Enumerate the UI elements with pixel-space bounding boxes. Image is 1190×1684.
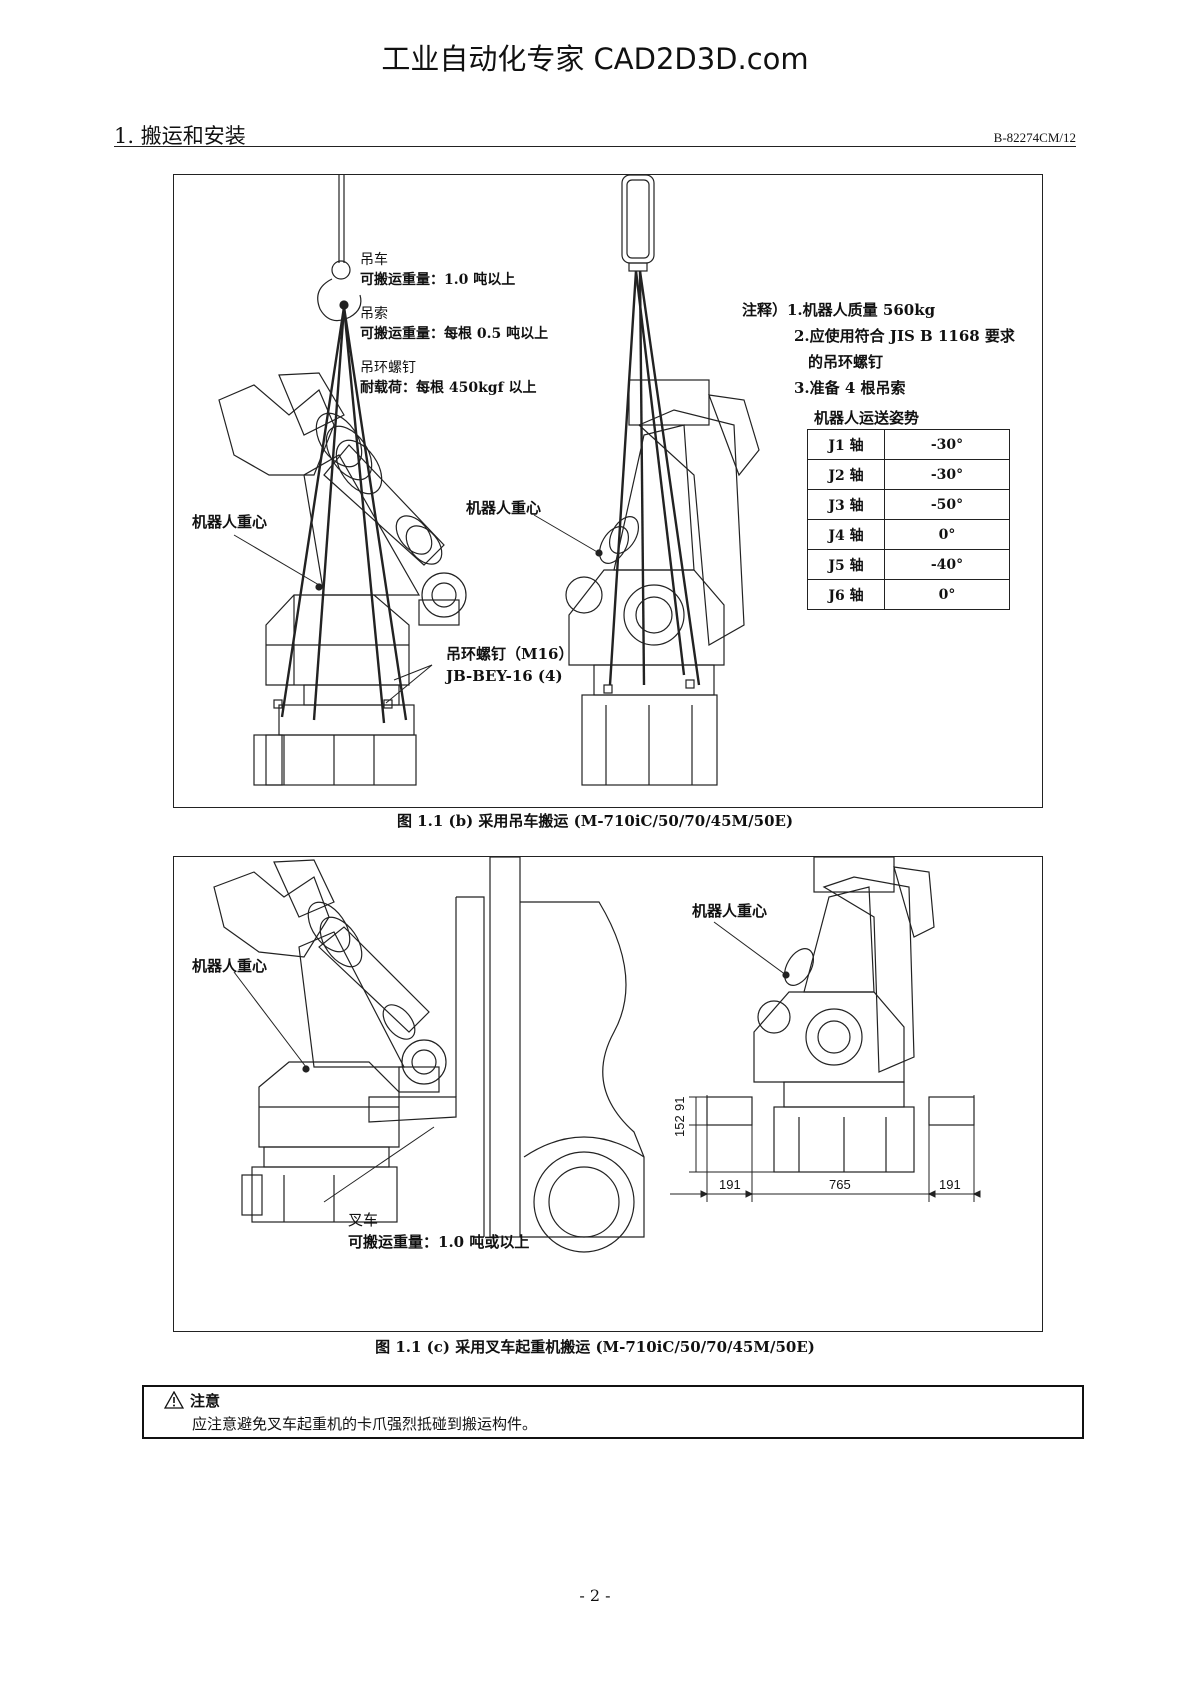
forklift-capacity: 可搬运重量：1.0 吨或以上 xyxy=(348,1233,530,1251)
notes-line4: 3.准备 4 根吊索 xyxy=(794,379,906,397)
right-robot-illustration xyxy=(565,175,760,786)
axis-cell: J6 轴 xyxy=(807,579,885,610)
sling-capacity: 可搬运重量：每根 0.5 吨以上 xyxy=(360,326,549,342)
caution-box: 注意 应注意避免叉车起重机的卡爪强烈抵碰到搬运构件。 xyxy=(142,1385,1084,1439)
sling-lines xyxy=(280,306,408,724)
section-title: 1. 搬运和安装 xyxy=(114,124,246,148)
table-row: J1 轴-30° xyxy=(807,429,1010,460)
figure-forklift-transport: 机器人重心 机器人重心 叉车 可搬运重量：1.0 吨或以上 152 91 191… xyxy=(173,856,1043,1332)
angle-cell: 0° xyxy=(884,579,1010,610)
axis-cell: J3 轴 xyxy=(807,489,885,520)
notes-line2: 2.应使用符合 JIS B 1168 要求 xyxy=(794,327,1015,345)
center-of-gravity-label-right: 机器人重心 xyxy=(692,902,768,920)
table-row: J5 轴-40° xyxy=(807,549,1010,580)
crane-transport-drawing xyxy=(218,175,760,786)
dimension-191-left: 191 xyxy=(719,1177,741,1192)
center-of-gravity-label-left: 机器人重心 xyxy=(192,957,268,975)
crane-capacity: 可搬运重量：1.0 吨以上 xyxy=(360,272,516,288)
left-robot-forklift-illustration xyxy=(213,859,447,1223)
center-of-gravity-label-right: 机器人重心 xyxy=(466,499,542,517)
eyebolt-label: 吊环螺钉 xyxy=(360,360,416,376)
dimension-lines xyxy=(670,1095,981,1202)
figure-caption-b: 图 1.1 (b) 采用吊车搬运 (M-710iC/50/70/45M/50E) xyxy=(396,812,794,830)
crane-label: 吊车 xyxy=(360,252,388,268)
forklift-label: 叉车 xyxy=(348,1211,379,1229)
table-row: J2 轴-30° xyxy=(807,459,1010,490)
caution-title: 注意 xyxy=(190,1392,221,1410)
eyebolt-spec-line1: 吊环螺钉（M16） xyxy=(446,645,574,663)
dimension-91: 91 xyxy=(672,1096,687,1111)
forklift-transport-drawing xyxy=(213,857,981,1253)
angle-cell: -30° xyxy=(884,429,1010,460)
table-row: J3 轴-50° xyxy=(807,489,1010,520)
header-divider xyxy=(114,146,1076,147)
center-of-gravity-label-left: 机器人重心 xyxy=(192,513,268,531)
pose-table-title: 机器人运送姿势 xyxy=(814,409,920,427)
forklift-illustration xyxy=(368,857,645,1253)
axis-cell: J1 轴 xyxy=(807,429,885,460)
axis-cell: J5 轴 xyxy=(807,549,885,580)
left-robot-illustration xyxy=(218,372,467,786)
page-number: - 2 - xyxy=(579,1586,611,1605)
dimension-191-right: 191 xyxy=(939,1177,961,1192)
dimension-152: 152 xyxy=(672,1115,687,1137)
angle-cell: -40° xyxy=(884,549,1010,580)
notes-line3: 的吊环螺钉 xyxy=(808,353,884,371)
warning-triangle-icon xyxy=(164,1391,184,1409)
eyebolt-load: 耐载荷：每根 450kgf 以上 xyxy=(360,380,537,396)
document-number: B-82274CM/12 xyxy=(993,130,1076,145)
axis-cell: J4 轴 xyxy=(807,519,885,550)
watermark-text: 工业自动化专家 CAD2D3D.com xyxy=(381,42,809,76)
caution-text: 应注意避免叉车起重机的卡爪强烈抵碰到搬运构件。 xyxy=(192,1415,538,1433)
dimension-765: 765 xyxy=(829,1177,851,1192)
right-robot-forklift-illustration xyxy=(706,857,975,1173)
axis-cell: J2 轴 xyxy=(807,459,885,490)
angle-cell: -30° xyxy=(884,459,1010,490)
angle-cell: -50° xyxy=(884,489,1010,520)
angle-cell: 0° xyxy=(884,519,1010,550)
notes-line1: 注释）1.机器人质量 560kg xyxy=(742,301,936,319)
figure-crane-transport: 吊车 可搬运重量：1.0 吨以上 吊索 可搬运重量：每根 0.5 吨以上 吊环螺… xyxy=(173,174,1043,808)
eyebolt-spec-line2: JB-BEY-16 (4) xyxy=(446,667,563,685)
crane-hook-illustration xyxy=(317,175,362,322)
figure-caption-c: 图 1.1 (c) 采用叉车起重机搬运 (M-710iC/50/70/45M/5… xyxy=(375,1338,815,1356)
sling-label: 吊索 xyxy=(360,306,388,322)
